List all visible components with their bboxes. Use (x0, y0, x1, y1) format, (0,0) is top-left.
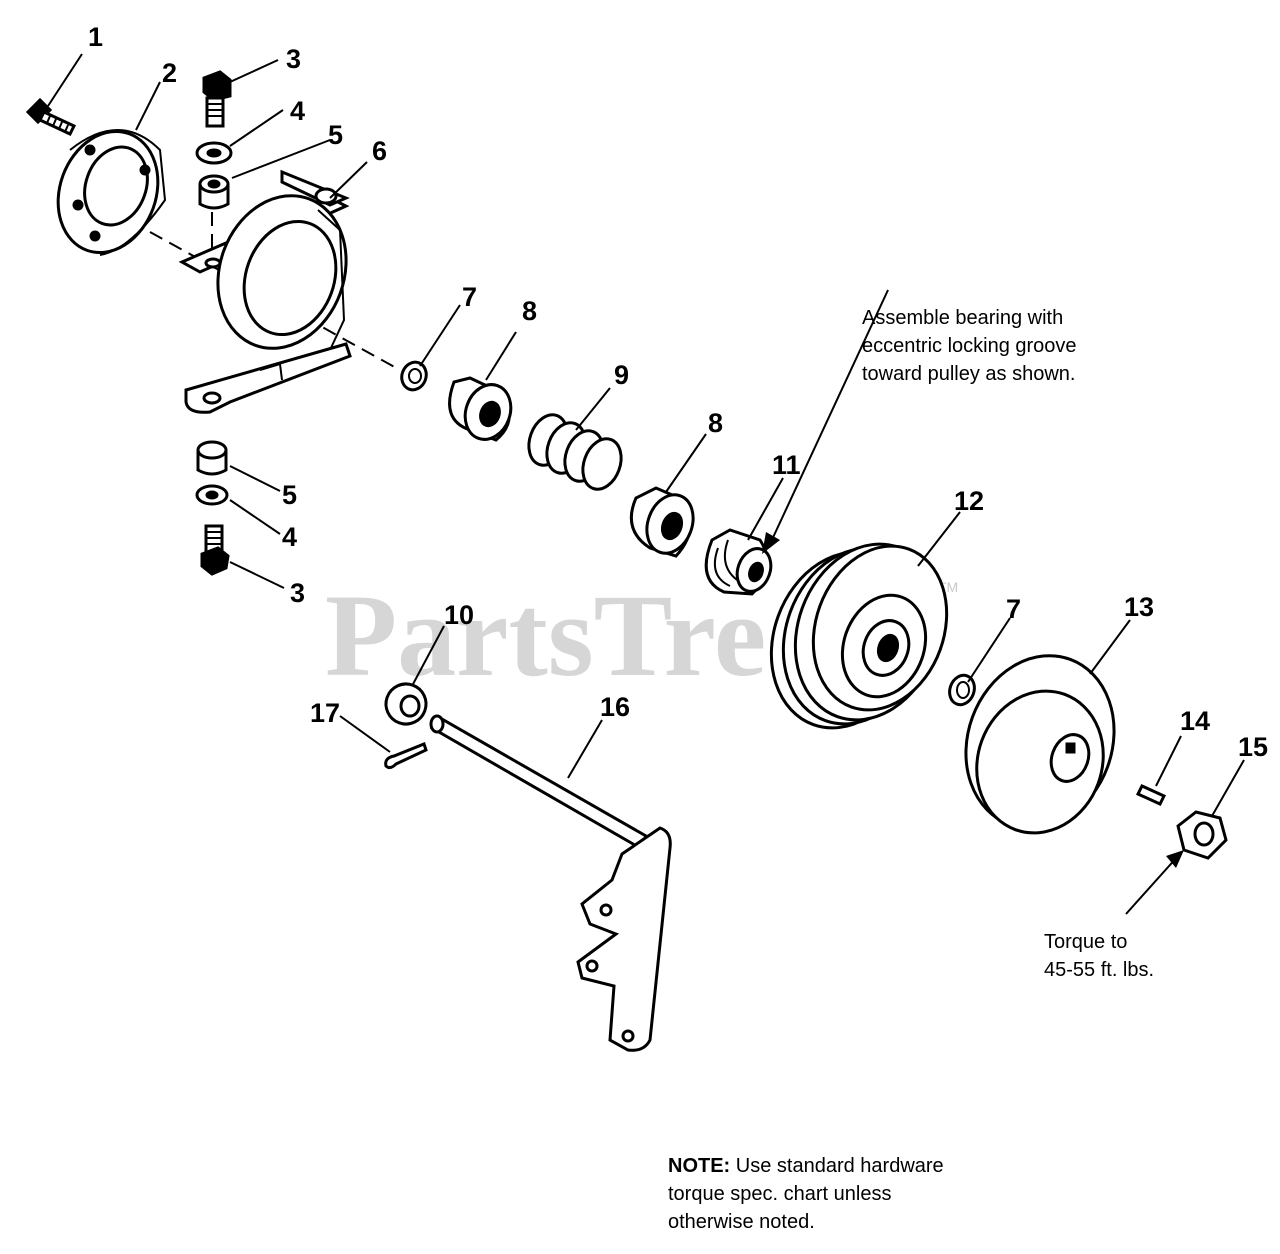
part-11-bearing (704, 528, 773, 596)
callout-6: 6 (372, 136, 387, 166)
callout-4: 4 (290, 96, 305, 126)
callout-12: 12 (954, 486, 984, 516)
callout-9: 9 (614, 360, 629, 390)
leader-arrowheads (762, 532, 1184, 868)
part-1-screw (25, 97, 77, 136)
part-5-spacer-top (198, 174, 230, 210)
part-12-pulley (769, 542, 949, 730)
part-13-drum (964, 654, 1116, 835)
part-7-snap-ring-right (948, 673, 976, 707)
part-8-bushing-left (448, 376, 513, 442)
callout-4: 4 (282, 522, 297, 552)
callout-5: 5 (328, 120, 343, 150)
part-4-washer-top (195, 141, 233, 165)
callout-3: 3 (286, 44, 301, 74)
callout-15: 15 (1238, 732, 1268, 762)
part-5-spacer-bottom (196, 440, 228, 476)
footnote-line-1: NOTE: Use standard hardware (668, 1152, 944, 1180)
callout-10: 10 (444, 600, 474, 630)
torque-note: Torque to 45-55 ft. lbs. (1044, 928, 1154, 984)
footnote-line-2: torque spec. chart unless (668, 1183, 892, 1205)
part-8-bushing-right (629, 486, 695, 558)
callout-17: 17 (310, 698, 340, 728)
bearing-note-line-1: Assemble bearing with (862, 307, 1064, 329)
part-17-cotter-pin (384, 742, 428, 770)
part-4-washer-bottom (195, 484, 229, 506)
part-15-nut (1176, 810, 1228, 860)
bearing-note-line-2: eccentric locking groove (862, 335, 1077, 357)
footnote-first-line: Use standard hardware (730, 1155, 944, 1177)
callout-1: 1 (88, 22, 103, 52)
callout-13: 13 (1124, 592, 1154, 622)
part-6-bearing-bracket (178, 169, 352, 414)
callout-11: 11 (772, 450, 801, 480)
callout-7: 7 (1006, 594, 1021, 624)
callout-8: 8 (522, 296, 537, 326)
bearing-note-line-3: toward pulley as shown. (862, 363, 1076, 385)
torque-note-line-2: 45-55 ft. lbs. (1044, 959, 1155, 981)
callouts: 1 2 3 4 5 6 7 8 9 8 11 12 7 13 14 15 10 … (88, 22, 1268, 762)
footnote-label: NOTE: (668, 1155, 731, 1177)
part-14-key (1135, 784, 1167, 806)
callout-14: 14 (1180, 706, 1210, 736)
callout-8: 8 (708, 408, 723, 438)
footnote-line-3: otherwise noted. (668, 1211, 815, 1233)
torque-note-line-1: Torque to (1044, 931, 1128, 953)
part-3-bolt-bottom (200, 524, 230, 576)
callout-2: 2 (162, 58, 177, 88)
callout-5: 5 (282, 480, 297, 510)
callout-16: 16 (600, 692, 630, 722)
callout-3: 3 (290, 578, 305, 608)
part-10-washer (384, 682, 428, 726)
leader-lines (47, 53, 1245, 915)
callout-7: 7 (462, 282, 477, 312)
footnote: NOTE: Use standard hardware torque spec.… (668, 1152, 944, 1236)
part-3-bolt-top (202, 70, 232, 128)
part-2-flange (56, 129, 167, 256)
part-16-lever-arm (429, 714, 672, 1052)
bearing-note: Assemble bearing with eccentric locking … (862, 304, 1077, 388)
part-9-spring (527, 413, 623, 491)
part-7-snap-ring-left (400, 360, 428, 392)
